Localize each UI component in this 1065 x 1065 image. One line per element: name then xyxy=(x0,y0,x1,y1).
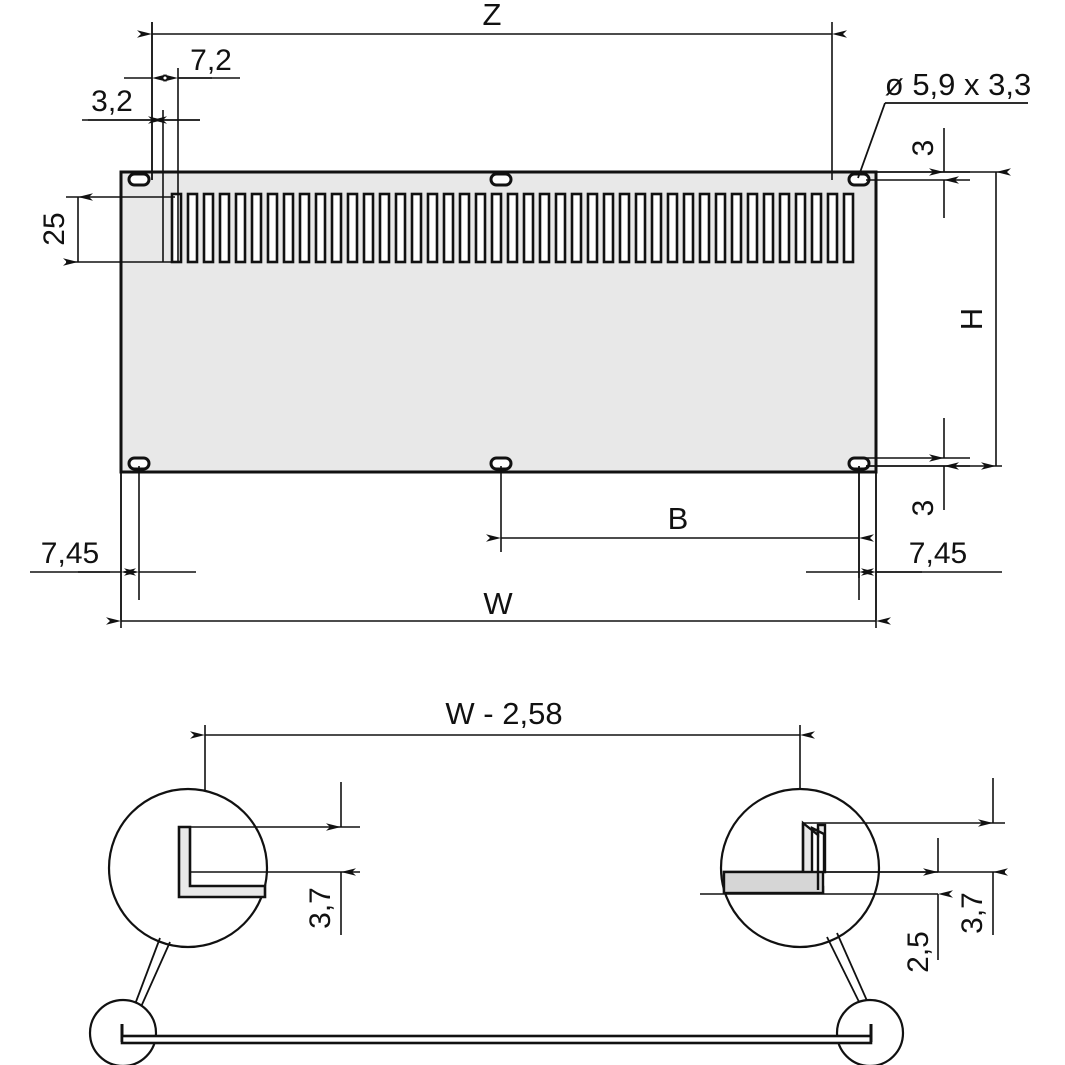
dimension-2-5: 2,5 xyxy=(700,838,953,973)
dimension-7-2: 7,2 xyxy=(124,22,240,262)
vent-slot xyxy=(522,192,535,264)
dimension-w-minus-2-58: W - 2,58 xyxy=(190,696,815,818)
dim-label-h: H xyxy=(954,308,989,330)
dimension-w: W xyxy=(106,466,891,628)
dim-label-3-top: 3 xyxy=(907,140,940,157)
dim-label-2-5: 2,5 xyxy=(902,931,935,973)
section-strip-body xyxy=(120,1034,873,1045)
vent-slot xyxy=(762,192,775,264)
dim-label-hole-spec: ø 5,9 x 3,3 xyxy=(885,67,1031,102)
dimension-7-45-right: 7,45 xyxy=(806,466,1002,620)
vent-slot xyxy=(346,192,359,264)
vent-slot xyxy=(506,192,519,264)
vent-slot xyxy=(538,192,551,264)
vent-slot xyxy=(362,192,375,264)
dim-label-3-2: 3,2 xyxy=(91,85,133,118)
dimension-3-7-right: 3,7 xyxy=(803,778,1008,935)
vent-slot xyxy=(170,192,183,264)
vent-slot xyxy=(202,192,215,264)
vent-slot xyxy=(730,192,743,264)
front-elevation-view: Z 7,2 3,2 25 ø xyxy=(30,0,1031,628)
vent-slot xyxy=(410,192,423,264)
dim-label-7-45-right: 7,45 xyxy=(909,537,967,570)
bottom-section-view: W - 2,58 3,7 xyxy=(88,696,1008,1065)
mounting-hole-top-center xyxy=(489,172,513,187)
vent-slot xyxy=(602,192,615,264)
leader-line xyxy=(857,102,886,179)
dimension-3-7-left: 3,7 xyxy=(190,782,360,935)
profile-section-left xyxy=(177,825,267,899)
vent-slot xyxy=(570,192,583,264)
dim-label-w-minus: W - 2,58 xyxy=(445,696,562,731)
detail-circle-outline-right xyxy=(719,787,881,949)
dim-label-b: B xyxy=(668,501,689,536)
vent-slot xyxy=(618,192,631,264)
dimension-25: 25 xyxy=(38,193,175,266)
vent-slot xyxy=(586,192,599,264)
vent-slot xyxy=(842,192,855,264)
dim-label-7-45-left: 7,45 xyxy=(41,537,99,570)
vent-slot xyxy=(266,192,279,264)
vent-slot xyxy=(698,192,711,264)
dim-label-3-bottom: 3 xyxy=(907,500,940,517)
vent-slot xyxy=(458,192,471,264)
vent-slot xyxy=(282,192,295,264)
vent-slot xyxy=(250,192,263,264)
vent-slot xyxy=(650,192,663,264)
vent-slot xyxy=(666,192,679,264)
vent-slot xyxy=(330,192,343,264)
vent-slot xyxy=(378,192,391,264)
dim-label-z: Z xyxy=(483,0,502,32)
vent-slot xyxy=(746,192,759,264)
vent-slot xyxy=(298,192,311,264)
profile-fill-right xyxy=(722,870,825,895)
detail-leader-right xyxy=(836,932,873,1013)
dimension-3-2: 3,2 xyxy=(82,85,200,262)
dimension-3-bottom: 3 xyxy=(866,418,970,516)
section-strip xyxy=(120,1024,873,1045)
vent-slot xyxy=(794,192,807,264)
dim-label-3-7-right: 3,7 xyxy=(956,892,989,934)
vent-slot xyxy=(234,192,247,264)
vent-slot xyxy=(714,192,727,264)
vent-slot xyxy=(634,192,647,264)
dim-label-25: 25 xyxy=(38,212,71,245)
vent-slot xyxy=(442,192,455,264)
vent-slot xyxy=(490,192,503,264)
hole-spec-callout: ø 5,9 x 3,3 xyxy=(857,67,1031,179)
vent-slot xyxy=(810,192,823,264)
vent-slot xyxy=(554,192,567,264)
dim-label-w: W xyxy=(483,586,513,621)
vent-slot xyxy=(778,192,791,264)
vent-slot xyxy=(426,192,439,264)
vent-slot xyxy=(218,192,231,264)
vent-slot xyxy=(682,192,695,264)
vent-slot xyxy=(186,192,199,264)
vent-slot xyxy=(474,192,487,264)
mounting-hole-top-left xyxy=(127,172,151,187)
vent-slot xyxy=(314,192,327,264)
vent-slot xyxy=(826,192,839,264)
dim-label-7-2: 7,2 xyxy=(190,44,232,77)
dim-label-3-7-left: 3,7 xyxy=(304,887,337,929)
vent-slot xyxy=(394,192,407,264)
ventilation-slot-group xyxy=(170,192,855,264)
